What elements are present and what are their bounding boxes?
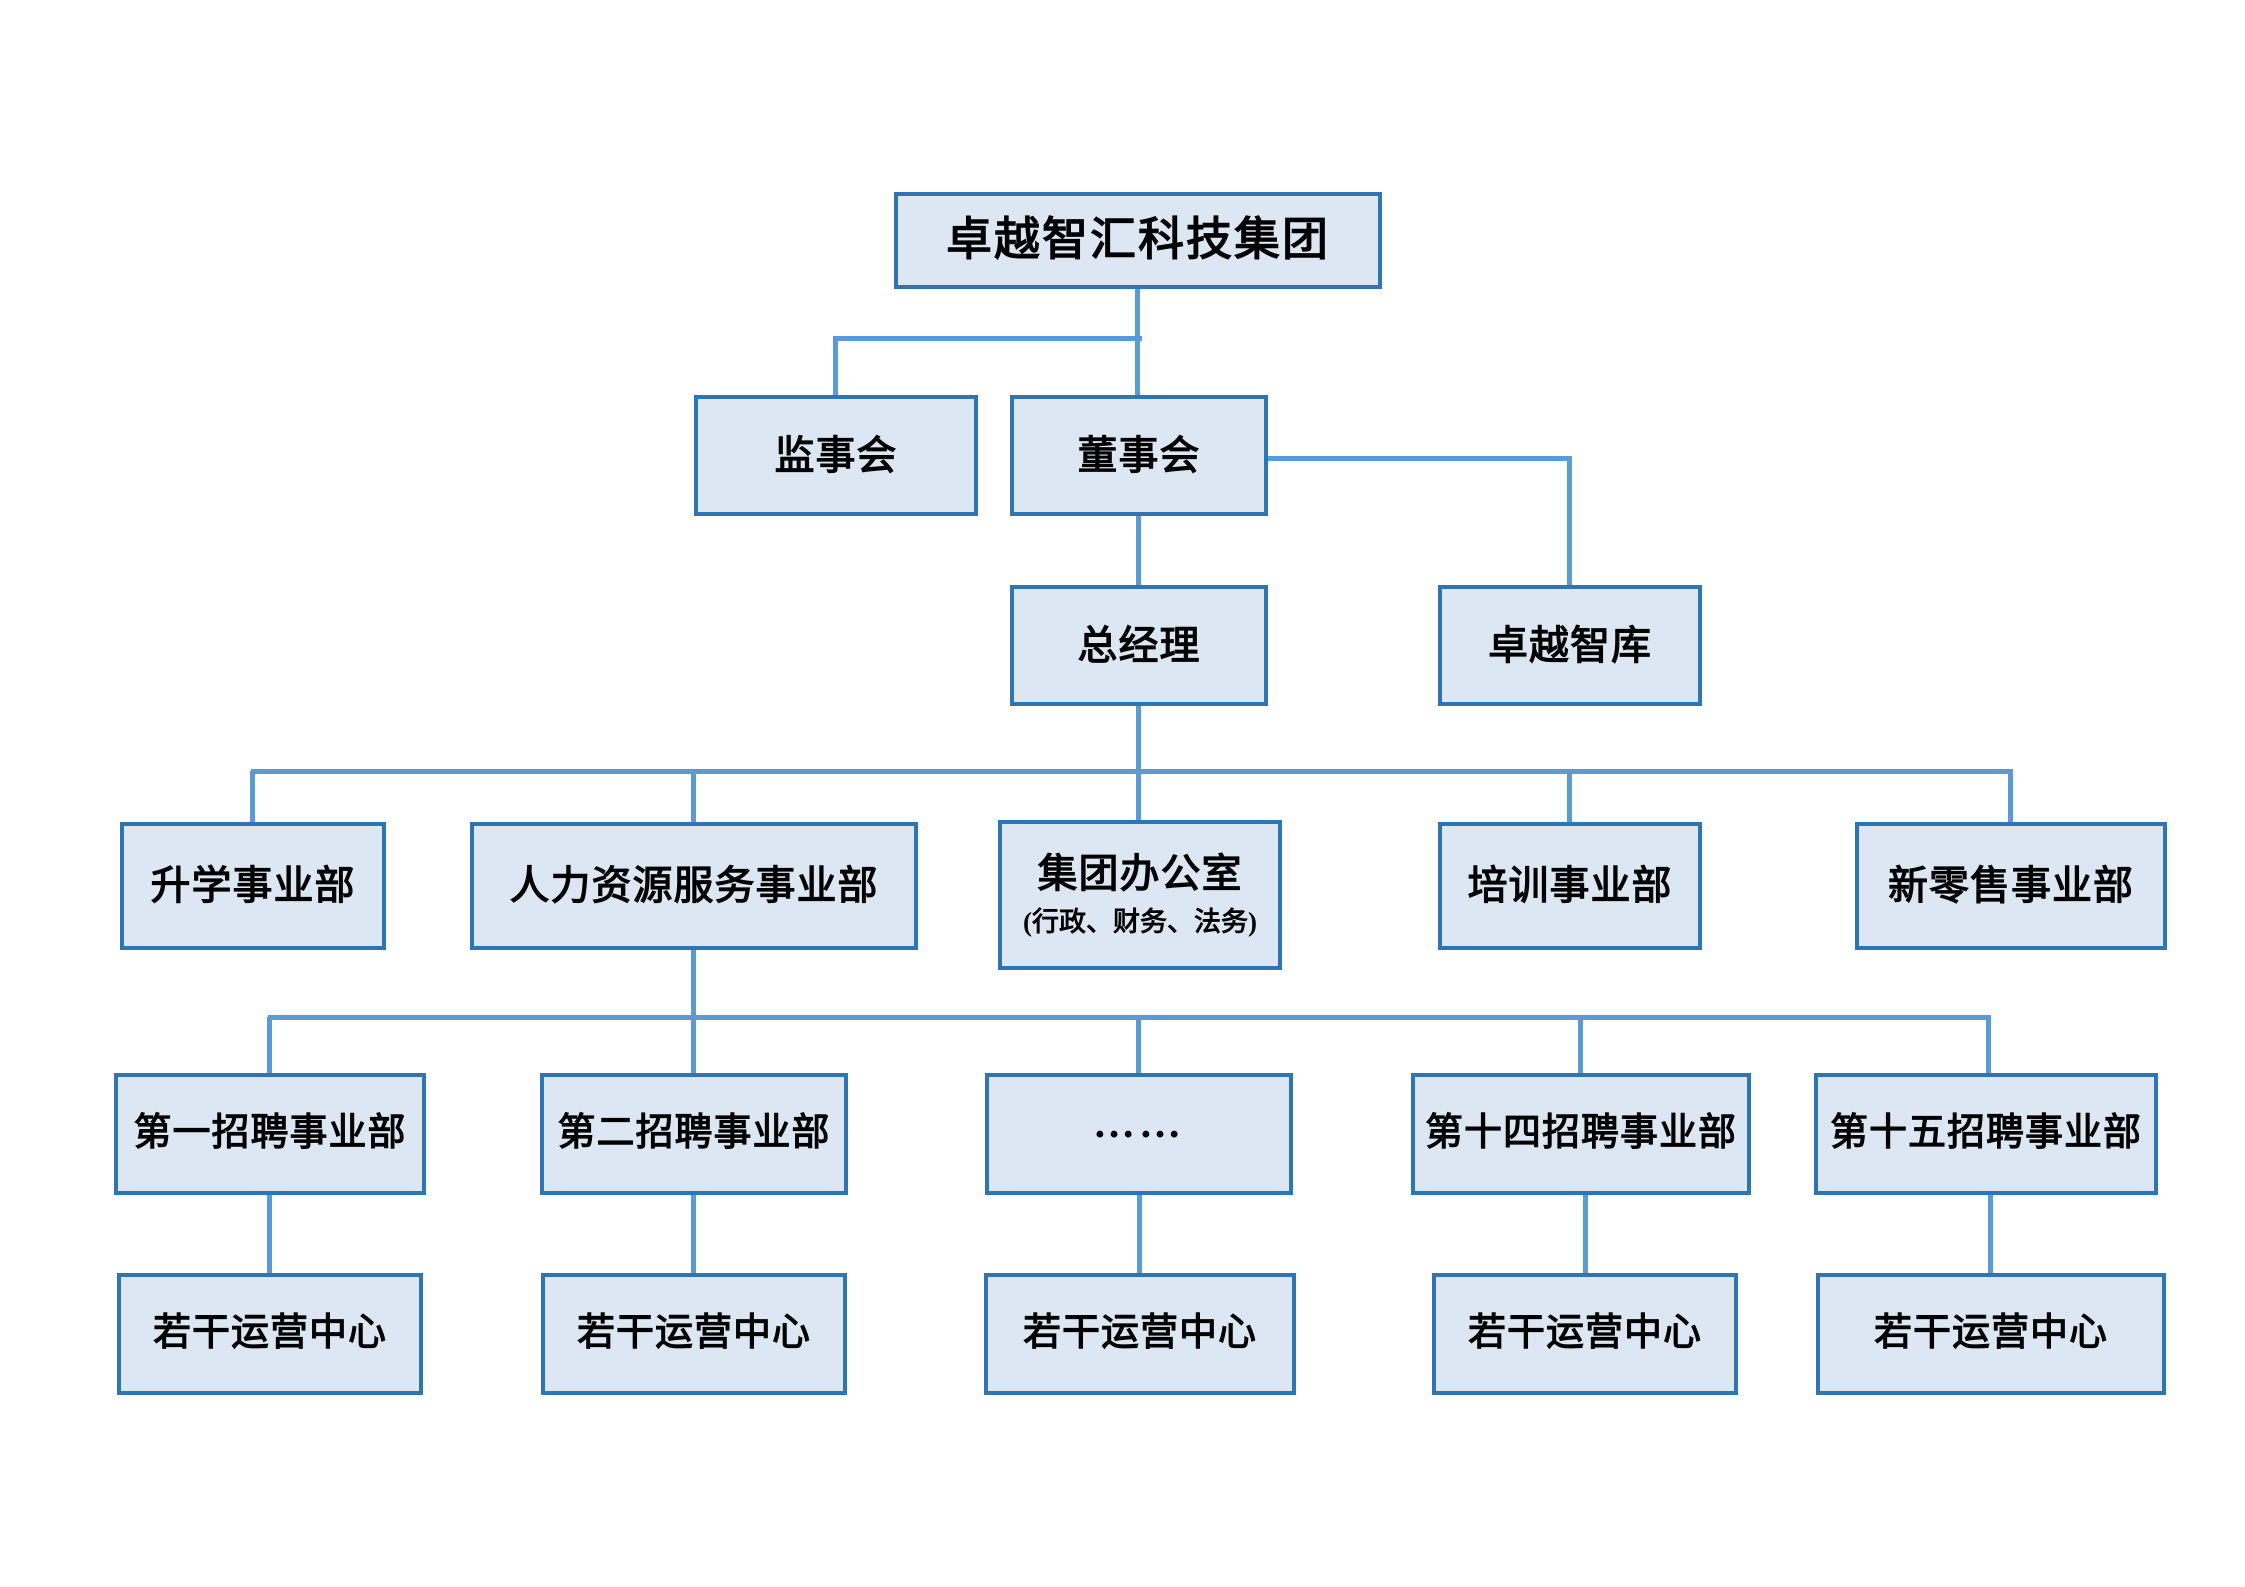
org-node-recruitment-14-label: 第十四招聘事业部 <box>1424 1112 1737 1155</box>
org-node-division-hr-services-label: 人力资源服务事业部 <box>509 863 879 908</box>
org-node-division-hr-services: 人力资源服务事业部 <box>470 822 918 950</box>
org-node-recruitment-1: 第一招聘事业部 <box>114 1073 426 1195</box>
org-node-recruitment-ellipsis-label: …… <box>1093 1100 1185 1147</box>
org-node-board-of-directors: 董事会 <box>1010 395 1268 516</box>
org-node-division-training: 培训事业部 <box>1438 822 1702 950</box>
connector-board-to-thinktank-v <box>1567 456 1572 585</box>
connector-recruit3-drop <box>1136 1017 1141 1073</box>
connector-ops3-drop <box>1137 1195 1142 1273</box>
org-node-root: 卓越智汇科技集团 <box>894 192 1382 289</box>
org-node-operations-3-label: 若干运营中心 <box>1022 1312 1257 1355</box>
org-node-division-training-label: 培训事业部 <box>1467 863 1673 908</box>
org-node-operations-1: 若干运营中心 <box>117 1273 423 1395</box>
org-node-operations-4: 若干运营中心 <box>1432 1273 1738 1395</box>
org-node-supervisory-board: 监事会 <box>694 395 978 516</box>
org-node-division-group-office-sublabel: (行政、财务、法务) <box>1023 907 1257 938</box>
org-node-general-manager: 总经理 <box>1010 585 1268 706</box>
org-node-operations-1-label: 若干运营中心 <box>152 1312 387 1355</box>
connector-hr-down <box>691 950 696 1073</box>
connector-level4-horizontal <box>251 769 2013 774</box>
connector-ops5-drop <box>1988 1195 1993 1273</box>
org-node-division-education: 升学事业部 <box>120 822 386 950</box>
connector-board-to-thinktank-h <box>1268 456 1572 461</box>
org-node-think-tank-label: 卓越智库 <box>1488 622 1652 668</box>
org-node-recruitment-14: 第十四招聘事业部 <box>1411 1073 1751 1195</box>
org-node-recruitment-1-label: 第一招聘事业部 <box>133 1112 407 1155</box>
connector-ops1-drop <box>267 1195 272 1273</box>
connector-recruit1-drop <box>267 1017 272 1073</box>
connector-division5-drop <box>2008 771 2013 822</box>
org-node-think-tank: 卓越智库 <box>1438 585 1702 706</box>
connector-ops4-drop <box>1583 1195 1588 1273</box>
org-node-division-new-retail: 新零售事业部 <box>1855 822 2167 950</box>
org-node-division-group-office: 集团办公室 (行政、财务、法务) <box>998 820 1282 970</box>
org-node-division-new-retail-label: 新零售事业部 <box>1888 863 2134 908</box>
connector-recruit4-drop <box>1578 1017 1583 1073</box>
org-node-operations-5-label: 若干运营中心 <box>1873 1312 2108 1355</box>
org-node-division-education-label: 升学事业部 <box>150 863 356 908</box>
org-node-operations-4-label: 若干运营中心 <box>1467 1312 1702 1355</box>
org-node-recruitment-2-label: 第二招聘事业部 <box>557 1112 831 1155</box>
connector-division4-drop <box>1567 771 1572 822</box>
org-node-division-group-office-label: 集团办公室 <box>1037 851 1243 897</box>
connector-division2-drop <box>691 771 696 822</box>
org-node-operations-3: 若干运营中心 <box>984 1273 1296 1395</box>
connector-board-to-gm <box>1136 515 1141 585</box>
connector-recruit5-drop <box>1986 1017 1991 1073</box>
org-node-supervisory-board-label: 监事会 <box>774 432 898 478</box>
org-node-operations-2-label: 若干运营中心 <box>576 1312 811 1355</box>
org-node-recruitment-ellipsis: …… <box>985 1073 1293 1195</box>
connector-branch-horizontal <box>833 336 1142 341</box>
org-node-recruitment-15: 第十五招聘事业部 <box>1814 1073 2158 1195</box>
org-node-recruitment-2: 第二招聘事业部 <box>540 1073 848 1195</box>
connector-root-down <box>1135 288 1140 398</box>
org-node-board-of-directors-label: 董事会 <box>1077 432 1201 478</box>
connector-supervisory-drop <box>833 338 838 395</box>
connector-level5-horizontal <box>268 1015 1991 1020</box>
connector-ops2-drop <box>691 1195 696 1273</box>
org-node-operations-2: 若干运营中心 <box>541 1273 847 1395</box>
org-node-operations-5: 若干运营中心 <box>1816 1273 2166 1395</box>
org-node-root-label: 卓越智汇科技集团 <box>946 214 1330 266</box>
org-node-recruitment-15-label: 第十五招聘事业部 <box>1829 1112 2142 1155</box>
org-node-general-manager-label: 总经理 <box>1077 622 1201 668</box>
connector-gm-down <box>1136 705 1141 822</box>
connector-division1-drop <box>250 771 255 822</box>
